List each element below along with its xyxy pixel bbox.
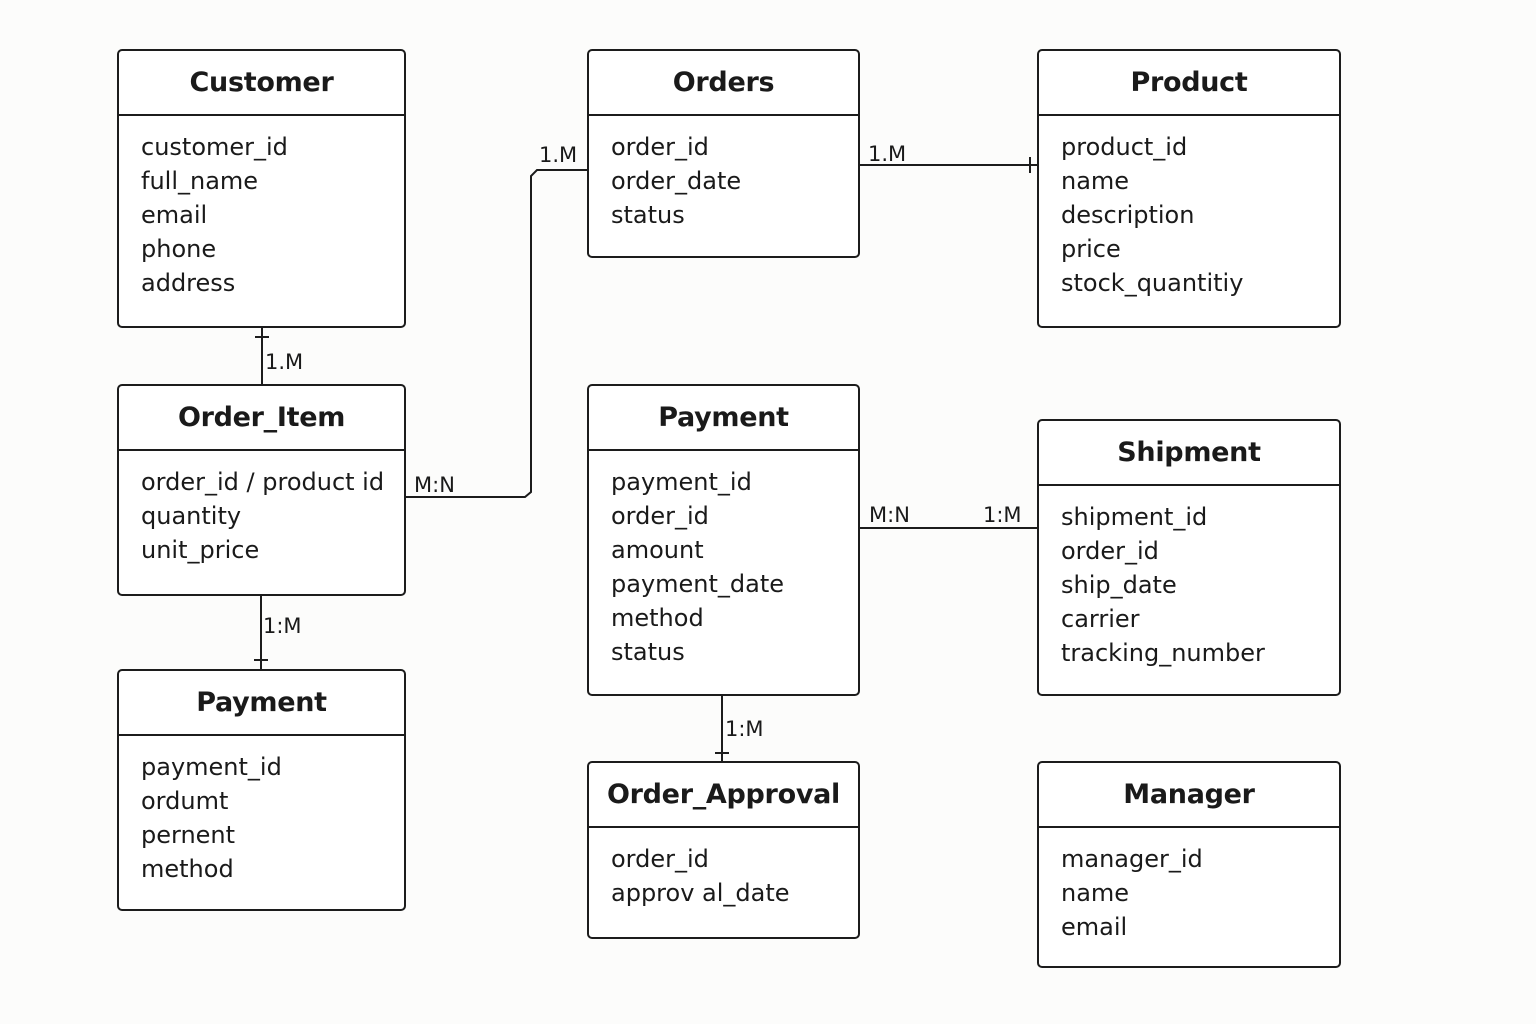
connector-orders-order-item <box>406 169 588 498</box>
attribute: tracking_number <box>1061 639 1265 667</box>
attribute: method <box>141 855 234 883</box>
cardinality-orders-product: 1.M <box>868 142 907 166</box>
attribute-list: order_id approv al_date <box>589 828 858 910</box>
attribute: payment_date <box>611 570 785 598</box>
attribute: status <box>611 638 685 666</box>
attribute-list: manager_id name email <box>1039 828 1339 944</box>
attribute-list: shipment_id order_id ship_date carrier t… <box>1039 486 1339 670</box>
entity-order-approval: Order_Approval order_id approv al_date <box>587 761 860 939</box>
cardinality-orders-order-item-item-end: M:N <box>414 473 455 497</box>
entity-payment-center: Payment payment_id order_id amount payme… <box>587 384 860 696</box>
entity-header: Product <box>1039 51 1339 116</box>
attribute: order_date <box>611 167 742 195</box>
attribute-list: payment_id order_id amount payment_date … <box>589 451 858 669</box>
entity-orders: Orders order_id order_date status <box>587 49 860 258</box>
attribute: method <box>611 604 704 632</box>
entity-title: Order_Approval <box>606 779 840 810</box>
attribute-list: order_id / product id quantity unit_pric… <box>119 451 404 567</box>
cardinality-order-item-payment: 1:M <box>263 614 302 638</box>
attribute: name <box>1061 167 1130 195</box>
entity-customer: Customer customer_id full_name email pho… <box>117 49 406 328</box>
attribute: unit_price <box>141 536 260 564</box>
attribute: shipment_id <box>1061 503 1208 531</box>
entity-header: Manager <box>1039 763 1339 828</box>
attribute: carrier <box>1061 605 1140 633</box>
entity-title: Shipment <box>1117 437 1261 468</box>
attribute: email <box>141 201 208 229</box>
entity-title: Payment <box>658 402 789 433</box>
attribute: order_id / product id <box>141 468 385 496</box>
entity-title: Payment <box>196 687 327 718</box>
attribute: phone <box>141 235 217 263</box>
entity-title: Customer <box>189 67 334 98</box>
entity-header: Payment <box>589 386 858 451</box>
attribute: stock_quantitiy <box>1061 269 1244 297</box>
attribute: status <box>611 201 685 229</box>
entity-title: Order_Item <box>177 402 346 433</box>
cardinality-payment-shipment-payment-end: M:N <box>869 503 910 527</box>
attribute: order_id <box>611 502 709 530</box>
attribute: address <box>141 269 236 297</box>
attribute: full_name <box>141 167 259 195</box>
entity-shipment: Shipment shipment_id order_id ship_date … <box>1037 419 1341 696</box>
entity-header: Orders <box>589 51 858 116</box>
attribute: payment_id <box>141 753 282 781</box>
entity-order-item: Order_Item order_id / product id quantit… <box>117 384 406 596</box>
cardinality-customer-order-item: 1.M <box>265 350 304 374</box>
attribute: ship_date <box>1061 571 1177 599</box>
attribute: name <box>1061 879 1130 907</box>
attribute: quantity <box>141 502 242 530</box>
attribute: description <box>1061 201 1195 229</box>
entity-title: Product <box>1130 67 1248 98</box>
entity-header: Payment <box>119 671 404 736</box>
attribute: manager_id <box>1061 845 1203 873</box>
entity-header: Customer <box>119 51 404 116</box>
entity-header: Shipment <box>1039 421 1339 486</box>
entity-product: Product product_id name description pric… <box>1037 49 1341 328</box>
cardinality-payment-order-approval: 1:M <box>725 717 764 741</box>
attribute: customer_id <box>141 133 288 161</box>
attribute-list: product_id name description price stock_… <box>1039 116 1339 300</box>
entity-manager: Manager manager_id name email <box>1037 761 1341 968</box>
attribute: payment_id <box>611 468 752 496</box>
entity-title: Orders <box>672 67 775 98</box>
attribute: ordumt <box>141 787 229 815</box>
entity-title: Manager <box>1123 779 1255 810</box>
attribute: price <box>1061 235 1121 263</box>
attribute: order_id <box>611 133 709 161</box>
entity-header: Order_Approval <box>589 763 858 828</box>
cardinality-orders-order-item-orders-end: 1.M <box>539 143 578 167</box>
attribute: order_id <box>1061 537 1159 565</box>
attribute: approv al_date <box>611 879 790 907</box>
attribute-list: payment_id ordumt pernent method <box>119 736 404 886</box>
attribute-list: order_id order_date status <box>589 116 858 232</box>
entity-payment-left: Payment payment_id ordumt pernent method <box>117 669 406 911</box>
cardinality-payment-shipment-shipment-end: 1:M <box>983 503 1022 527</box>
entity-header: Order_Item <box>119 386 404 451</box>
attribute-list: customer_id full_name email phone addres… <box>119 116 404 300</box>
attribute: order_id <box>611 845 709 873</box>
attribute: email <box>1061 913 1128 941</box>
attribute: product_id <box>1061 133 1188 161</box>
attribute: amount <box>611 536 704 564</box>
attribute: pernent <box>141 821 236 849</box>
